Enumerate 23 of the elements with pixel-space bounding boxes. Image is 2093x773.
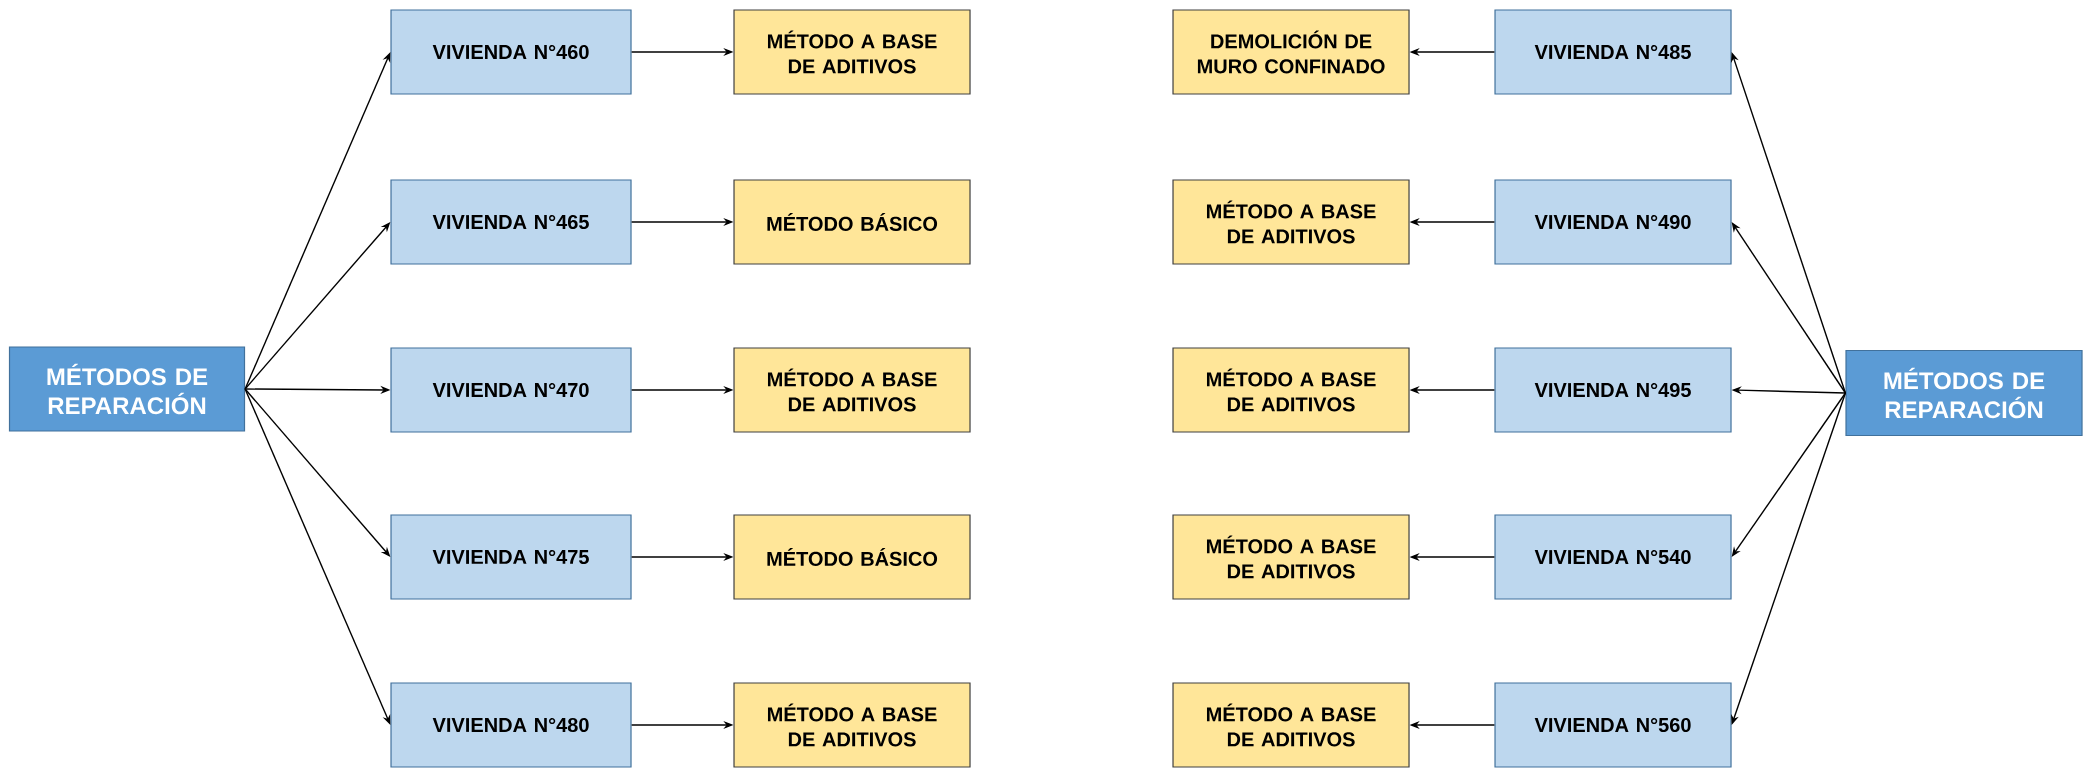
method-box: MÉTODO A BASE DE ADITIVOS bbox=[733, 9, 971, 95]
method-box: MÉTODO A BASE DE ADITIVOS bbox=[1172, 179, 1410, 265]
house-box: VIVIENDA N°485 bbox=[1494, 9, 1732, 95]
method-box: MÉTODO A BASE DE ADITIVOS bbox=[733, 347, 971, 433]
method-box: MÉTODO A BASE DE ADITIVOS bbox=[733, 682, 971, 768]
method-box: MÉTODO BÁSICO bbox=[733, 514, 971, 600]
arrow bbox=[1731, 222, 1847, 394]
root-box: MÉTODOS DE REPARACIÓN bbox=[8, 346, 246, 432]
house-box: VIVIENDA N°465 bbox=[390, 179, 632, 265]
method-box: MÉTODO A BASE DE ADITIVOS bbox=[1172, 347, 1410, 433]
house-box: VIVIENDA N°490 bbox=[1494, 179, 1732, 265]
root-box: MÉTODOS DE REPARACIÓN bbox=[1845, 349, 2083, 437]
method-box: MÉTODO BÁSICO bbox=[733, 179, 971, 265]
method-box: MÉTODO A BASE DE ADITIVOS bbox=[1172, 514, 1410, 600]
house-box: VIVIENDA N°495 bbox=[1494, 347, 1732, 433]
method-box: DEMOLICIÓN DE MURO CONFINADO bbox=[1172, 9, 1410, 95]
house-box: VIVIENDA N°470 bbox=[390, 347, 632, 433]
house-box: VIVIENDA N°540 bbox=[1494, 514, 1732, 600]
house-box: VIVIENDA N°475 bbox=[390, 514, 632, 600]
method-box: MÉTODO A BASE DE ADITIVOS bbox=[1172, 682, 1410, 768]
house-box: VIVIENDA N°480 bbox=[390, 682, 632, 768]
house-box: VIVIENDA N°560 bbox=[1494, 682, 1732, 768]
house-box: VIVIENDA N°460 bbox=[390, 9, 632, 95]
